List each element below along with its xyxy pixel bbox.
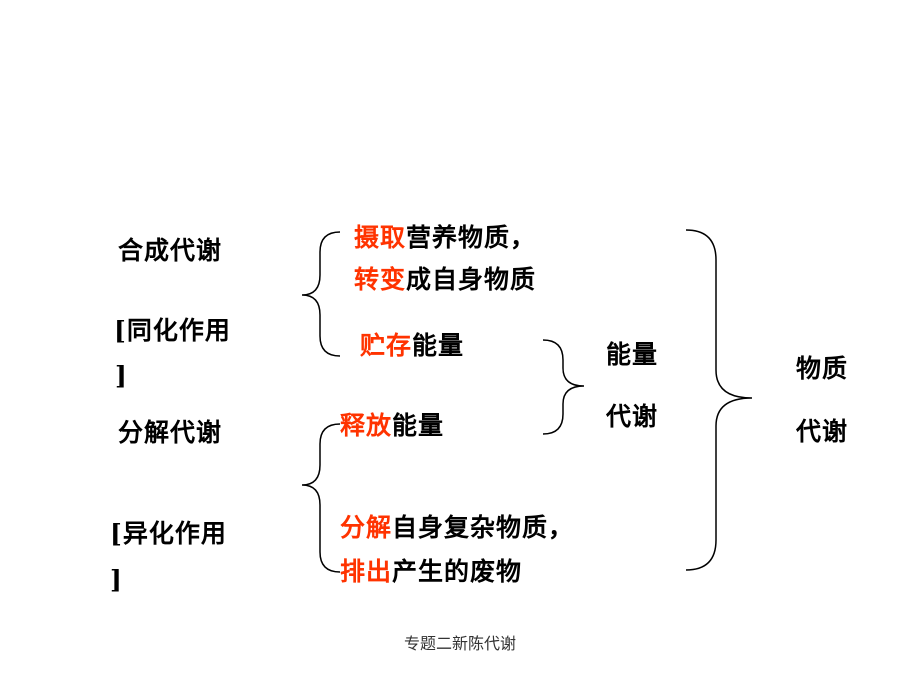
middle-line-decompose: 分解自身复杂物质，	[340, 512, 574, 544]
bracket-open: [	[114, 316, 127, 345]
middle-line-release-energy: 释放能量	[340, 410, 444, 442]
plain-text: 营养物质，	[406, 223, 537, 252]
highlight-text: 摄取	[354, 223, 407, 252]
brace-energy	[542, 339, 585, 435]
middle-line-transform: 转变成自身物质	[354, 264, 536, 296]
highlight-text: 转变	[354, 265, 407, 294]
middle-line-absorb: 摄取营养物质，	[354, 222, 536, 254]
highlight-text: 释放	[340, 411, 393, 440]
assimilation-label: [同化作用	[114, 315, 231, 347]
highlight-text: 分解	[340, 513, 393, 542]
slide-footer: 专题二新陈代谢	[403, 634, 516, 653]
middle-line-store-energy: 贮存能量	[360, 330, 464, 362]
highlight-text: 贮存	[360, 331, 413, 360]
dissimilation-label: [异化作用	[110, 518, 227, 550]
highlight-text: 排出	[340, 557, 393, 586]
brace-decomposition	[301, 423, 341, 573]
plain-text: 自身复杂物质，	[392, 513, 575, 542]
material-metabolism-line1: 物质	[796, 354, 849, 383]
plain-text: 能量	[392, 411, 445, 440]
plain-text: 产生的废物	[392, 557, 523, 586]
bracket-open: [	[110, 519, 123, 548]
bracket-close: ]	[110, 565, 122, 594]
anabolism-label: 合成代谢	[118, 236, 223, 265]
energy-metabolism-line1: 能量	[606, 340, 659, 369]
dissimilation-text: 异化作用	[122, 519, 227, 548]
middle-line-excrete: 排出产生的废物	[340, 556, 522, 588]
catabolism-label: 分解代谢	[118, 418, 223, 447]
bracket-close: ]	[115, 361, 127, 390]
plain-text: 能量	[412, 331, 465, 360]
material-metabolism-line2: 代谢	[796, 417, 849, 446]
brace-material	[685, 229, 753, 571]
brace-synthesis	[301, 231, 341, 357]
energy-metabolism-line2: 代谢	[606, 402, 659, 431]
plain-text: 成自身物质	[406, 265, 537, 294]
assimilation-text: 同化作用	[126, 316, 231, 345]
